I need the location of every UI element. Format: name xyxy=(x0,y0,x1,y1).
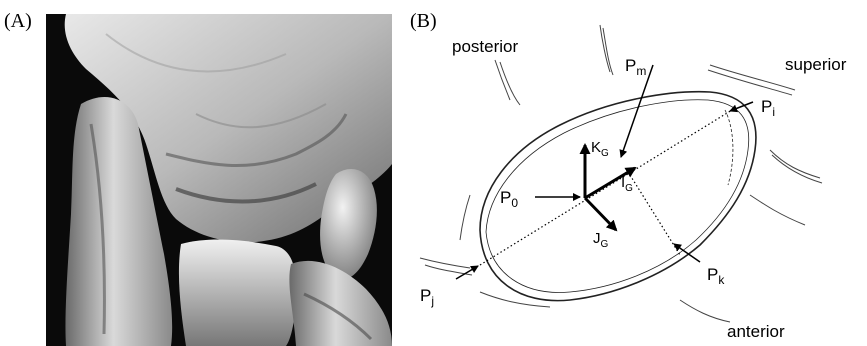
ct-bone-rendering xyxy=(46,14,392,346)
j-g-label: JG xyxy=(593,230,609,250)
p-k-label: Pk xyxy=(707,265,725,287)
p-i-label: Pi xyxy=(761,97,775,119)
k-g-label: KG xyxy=(591,139,609,159)
superior-label: superior xyxy=(785,55,847,74)
i-g-label: IG xyxy=(621,174,633,194)
panel-a-label: (A) xyxy=(4,10,32,33)
humeral-head xyxy=(179,240,297,346)
glenoid-diagram: posterior superior anterior Pm Pi P0 Pk … xyxy=(410,0,867,346)
posterior-label: posterior xyxy=(452,37,518,56)
anterior-label: anterior xyxy=(727,322,785,341)
p-m-label: Pm xyxy=(625,56,646,78)
p-j-label: Pj xyxy=(420,286,434,308)
p-0-label: P0 xyxy=(500,188,518,210)
